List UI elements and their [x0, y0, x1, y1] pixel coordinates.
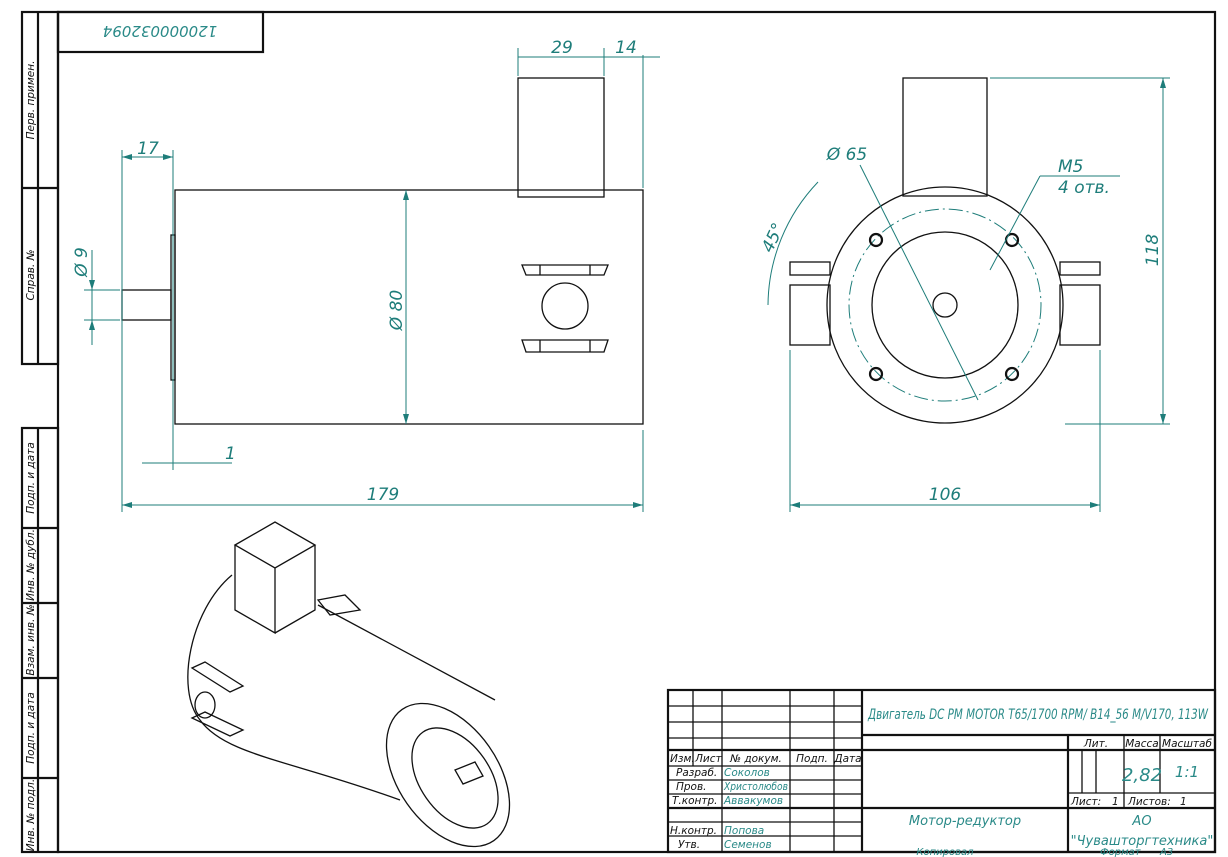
mass-label: Масса	[1125, 738, 1158, 750]
dim-bolt-circle: Ø 65	[826, 145, 867, 165]
isometric-view	[187, 521, 511, 848]
dim-shaft-length: 17	[137, 139, 159, 159]
dim-thread: M5	[1058, 157, 1083, 177]
dim-box-width: 29	[551, 38, 573, 58]
role-name: Аввакумов	[723, 795, 783, 807]
lit-label: Лит.	[1083, 738, 1108, 750]
header-izm: Изм.	[670, 753, 695, 765]
front-view-dimensions: 17 Ø 9 Ø 80 1 179 29 14	[72, 38, 660, 512]
format-value: А3	[1159, 847, 1173, 857]
role-name: Попова	[724, 825, 764, 837]
header-date: Дата	[833, 753, 861, 765]
header-sign: Подп.	[796, 753, 828, 765]
sheets-value: 1	[1180, 796, 1187, 808]
title-block-text: Двигатель DC PM MOTOR T65/1700 RPM/ B14_…	[670, 707, 1213, 857]
side-view	[789, 77, 1101, 424]
stamp-number: 120000032094	[103, 22, 218, 40]
drawing-frame	[56, 10, 1217, 854]
role-label: Пров.	[676, 781, 707, 793]
mass-value: 2,82	[1122, 765, 1162, 786]
role-label: Утв.	[678, 839, 700, 851]
format-label: Формат	[1100, 847, 1142, 857]
side-label: Инв. № подл.	[25, 779, 37, 851]
dim-total-height: 118	[1143, 234, 1163, 267]
copied-label: Копировал	[916, 847, 974, 857]
role-name: Семенов	[724, 839, 772, 851]
sheet-value: 1	[1112, 796, 1119, 808]
drawing-title: Двигатель DC PM MOTOR T65/1700 RPM/ B14_…	[867, 707, 1209, 723]
dim-total-length: 179	[367, 485, 399, 505]
role-name: Христолюбов	[723, 781, 788, 793]
org-line2: "Чувашторгтехника"	[1071, 834, 1214, 849]
product-name: Мотор-редуктор	[909, 814, 1021, 829]
sheet-label: Лист:	[1070, 796, 1101, 808]
dim-angle: 45°	[758, 220, 789, 256]
role-label: Н.контр.	[670, 825, 717, 837]
side-strip-top: Перв. примен. Справ. №	[20, 10, 60, 366]
role-name: Соколов	[724, 767, 770, 779]
side-label: Взам. инв. №	[25, 604, 37, 675]
side-label: Подп. и дата	[25, 692, 37, 764]
dim-body-diameter: Ø 80	[387, 290, 407, 331]
dim-shaft-diameter: Ø 9	[72, 247, 92, 278]
title-block	[666, 688, 1217, 854]
side-view-dimensions: Ø 65 M5 4 отв. 45° 118 106	[758, 77, 1170, 512]
header-doc: № докум.	[729, 753, 782, 765]
org-line1: АО	[1131, 814, 1151, 829]
side-label: Перв. примен.	[25, 61, 37, 140]
side-label: Подп. и дата	[25, 442, 37, 514]
side-strip-bottom: Подп. и дата Инв. № дубл. Взам. инв. № П…	[20, 426, 60, 854]
dim-holes: 4 отв.	[1058, 178, 1110, 198]
header-list: Лист	[694, 753, 722, 765]
scale-value: 1:1	[1175, 763, 1199, 781]
sheets-label: Листов:	[1127, 796, 1171, 808]
dim-box-offset: 14	[615, 38, 637, 58]
side-label: Справ. №	[25, 249, 37, 300]
side-label: Инв. № дубл.	[25, 529, 37, 601]
scale-label: Масштаб	[1162, 738, 1212, 750]
role-label: Т.контр.	[672, 795, 718, 807]
dim-flange: 1	[225, 444, 236, 464]
role-label: Разраб.	[676, 767, 717, 779]
front-view	[121, 77, 644, 425]
dim-total-width: 106	[929, 485, 962, 505]
